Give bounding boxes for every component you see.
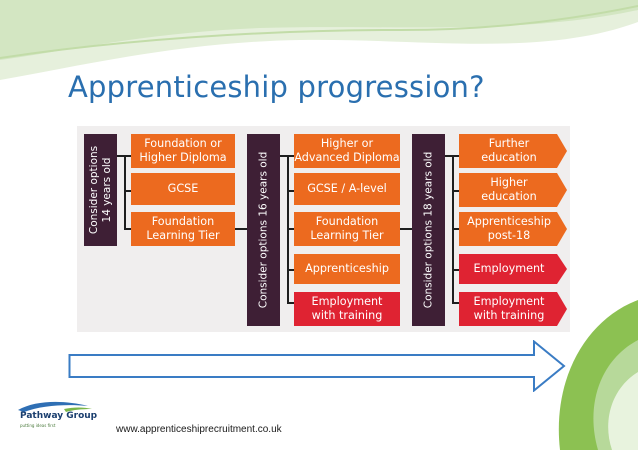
- stage1-option-gcse: GCSE: [131, 173, 235, 205]
- pathway-group-logo: [18, 401, 92, 412]
- stage1-connector: [124, 155, 126, 229]
- bottom-right-swoosh-white: [608, 372, 638, 450]
- stage3-option-higher-education: Higher education: [459, 173, 567, 207]
- stage1-to-stage2-connector: [235, 228, 247, 230]
- stage1-option-diploma: Foundation or Higher Diploma: [131, 134, 235, 168]
- stage2-option-employment: Employment with training: [294, 292, 400, 326]
- footer-url: www.apprenticeshiprecruitment.co.uk: [116, 424, 282, 435]
- stage3-option-employment: Employment: [459, 254, 567, 284]
- progression-diagram: Consider options 14 years old Foundation…: [77, 126, 570, 332]
- stage3-option-further-education: Further education: [459, 134, 567, 168]
- stage2-option-foundation: Foundation Learning Tier: [294, 212, 400, 246]
- stage2-connector: [287, 269, 294, 271]
- stage2-connector: [287, 302, 294, 304]
- slide-title: Apprenticeship progression?: [68, 70, 485, 104]
- stage3-option-employment-training: Employment with training: [459, 292, 567, 326]
- stage1-connector: [124, 190, 131, 192]
- stage1-decision-label: Consider options 14 years old: [84, 134, 117, 246]
- progression-arrow-icon: [68, 340, 566, 392]
- top-swoosh-line: [0, 5, 638, 59]
- stage2-connector: [287, 190, 294, 192]
- stage3-decision-label: Consider options 18 years old: [412, 134, 445, 326]
- stage3-connector: [452, 269, 459, 271]
- logo-name: Pathway Group: [20, 411, 98, 421]
- stage2-connector: [287, 228, 294, 230]
- stage3-connector: [452, 228, 459, 230]
- stage2-option-apprenticeship: Apprenticeship: [294, 254, 400, 284]
- stage3-option-apprenticeship-post18: Apprenticeship post-18: [459, 212, 567, 246]
- stage3-connector: [452, 190, 459, 192]
- stage2-option-diploma: Higher or Advanced Diploma: [294, 134, 400, 168]
- stage3-connector: [452, 302, 459, 304]
- stage2-option-gcse-alevel: GCSE / A-level: [294, 173, 400, 205]
- logo-tagline: putting ideas first: [20, 423, 56, 428]
- top-swoosh-light: [0, 0, 638, 60]
- stage1-connector: [124, 228, 131, 230]
- stage2-to-stage3-connector: [400, 228, 412, 230]
- stage1-option-foundation: Foundation Learning Tier: [131, 212, 235, 246]
- stage2-decision-label: Consider options 16 years old: [247, 134, 280, 326]
